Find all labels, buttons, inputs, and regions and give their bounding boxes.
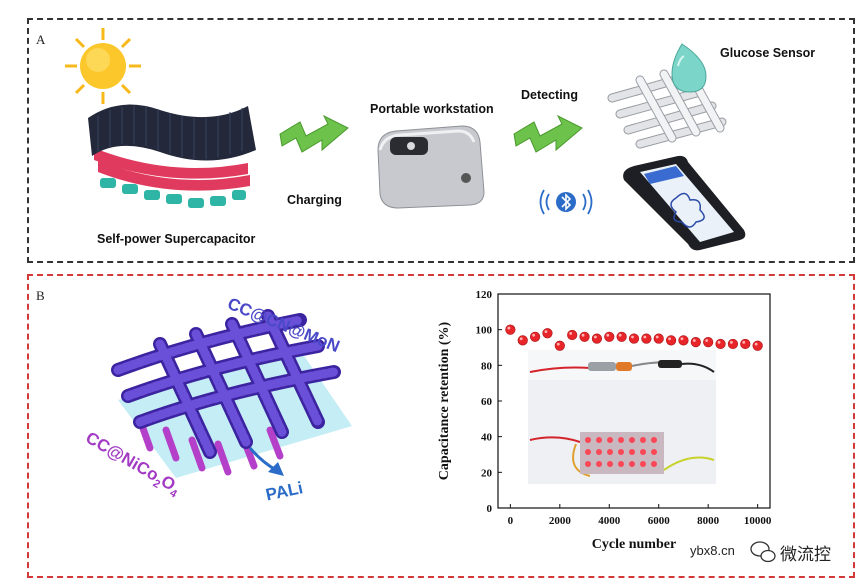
x-tick-label-5: 10000 bbox=[744, 515, 772, 527]
led-13 bbox=[651, 449, 657, 455]
pali-arrow-icon bbox=[248, 447, 284, 476]
x-tick-label-0: 0 bbox=[508, 515, 514, 527]
data-point-highlight-6 bbox=[581, 333, 585, 337]
led-9 bbox=[607, 449, 613, 455]
led-3 bbox=[618, 437, 624, 443]
data-point-highlight-12 bbox=[655, 335, 659, 339]
workstation-label: Portable workstation bbox=[370, 102, 494, 116]
led-15 bbox=[596, 461, 602, 467]
data-point-highlight-5 bbox=[569, 332, 573, 335]
led-12 bbox=[640, 449, 646, 455]
led-2 bbox=[607, 437, 613, 443]
data-point-highlight-2 bbox=[532, 333, 535, 337]
x-axis: 0 2000 4000 6000 8000 10000 bbox=[508, 504, 772, 527]
data-point-highlight-1 bbox=[519, 337, 523, 341]
workstation-device-illustration bbox=[377, 125, 485, 209]
led-1 bbox=[596, 437, 602, 443]
led-8 bbox=[596, 449, 602, 455]
led-10 bbox=[618, 449, 624, 455]
data-point-highlight-17 bbox=[717, 340, 721, 344]
data-point-highlight-8 bbox=[606, 333, 610, 337]
led-16 bbox=[607, 461, 613, 467]
y-tick-label-1: 20 bbox=[481, 467, 493, 479]
charging-arrow-icon bbox=[279, 114, 349, 153]
led-17 bbox=[618, 461, 624, 467]
data-point-highlight-10 bbox=[631, 335, 634, 339]
data-point-highlight-13 bbox=[668, 337, 671, 341]
smartphone-illustration bbox=[623, 155, 746, 251]
panel-b bbox=[27, 274, 855, 578]
detecting-label: Detecting bbox=[521, 88, 578, 102]
data-point-highlight-7 bbox=[594, 335, 597, 339]
led-20 bbox=[651, 461, 657, 467]
data-point-highlight-16 bbox=[705, 339, 709, 342]
y-tick-label-0: 0 bbox=[487, 503, 493, 515]
drop-icon bbox=[671, 43, 707, 93]
led-photo-inset bbox=[528, 350, 716, 484]
data-point-highlight-15 bbox=[692, 339, 696, 342]
led-grid bbox=[585, 437, 657, 467]
x-tick-label-1: 2000 bbox=[549, 515, 572, 527]
glucose-sensor-label: Glucose Sensor bbox=[720, 46, 816, 60]
y-tick-label-4: 80 bbox=[481, 360, 493, 372]
mon-fibers bbox=[111, 309, 341, 459]
led-19 bbox=[640, 461, 646, 467]
x-tick-label-2: 4000 bbox=[598, 515, 621, 527]
panel-a bbox=[27, 18, 855, 263]
led-11 bbox=[629, 449, 635, 455]
x-tick-label-4: 8000 bbox=[697, 515, 720, 527]
data-point-highlight-9 bbox=[618, 333, 622, 337]
supercapacitor-illustration bbox=[88, 104, 256, 208]
data-point-highlight-14 bbox=[680, 337, 684, 341]
data-point-highlight-4 bbox=[556, 342, 560, 346]
x-axis-label: Cycle number bbox=[592, 537, 676, 552]
led-0 bbox=[585, 437, 591, 443]
data-point-highlight-11 bbox=[643, 335, 647, 339]
data-point-highlight-0 bbox=[507, 326, 511, 330]
data-points bbox=[505, 324, 763, 351]
y-tick-label-2: 40 bbox=[481, 432, 493, 444]
panel-b-label: B bbox=[36, 288, 45, 303]
y-tick-label-6: 120 bbox=[476, 289, 493, 301]
y-tick-label-3: 60 bbox=[481, 396, 493, 408]
y-axis-label: Capacitance retention (%) bbox=[437, 321, 452, 480]
led-4 bbox=[629, 437, 635, 443]
detecting-arrow-icon bbox=[513, 114, 583, 153]
y-tick-label-5: 100 bbox=[476, 325, 493, 337]
watermark-site: ybx8.cn bbox=[690, 543, 735, 558]
data-point-highlight-19 bbox=[742, 340, 746, 344]
x-tick-label-3: 6000 bbox=[648, 515, 671, 527]
data-point-highlight-20 bbox=[754, 342, 758, 346]
bluetooth-icon bbox=[539, 189, 593, 215]
led-7 bbox=[585, 449, 591, 455]
charging-label: Charging bbox=[287, 193, 342, 207]
watermark-brand: 微流控 bbox=[780, 545, 831, 565]
y-axis: 0 20 40 60 80 100 120 bbox=[476, 289, 502, 515]
led-18 bbox=[629, 461, 635, 467]
sun-icon bbox=[65, 28, 141, 104]
data-point-highlight-3 bbox=[544, 330, 548, 334]
led-5 bbox=[640, 437, 646, 443]
panel-a-label: A bbox=[36, 32, 46, 47]
data-point-highlight-18 bbox=[730, 340, 733, 344]
led-14 bbox=[585, 461, 591, 467]
self-power-label: Self-power Supercapacitor bbox=[97, 232, 256, 246]
led-6 bbox=[651, 437, 657, 443]
